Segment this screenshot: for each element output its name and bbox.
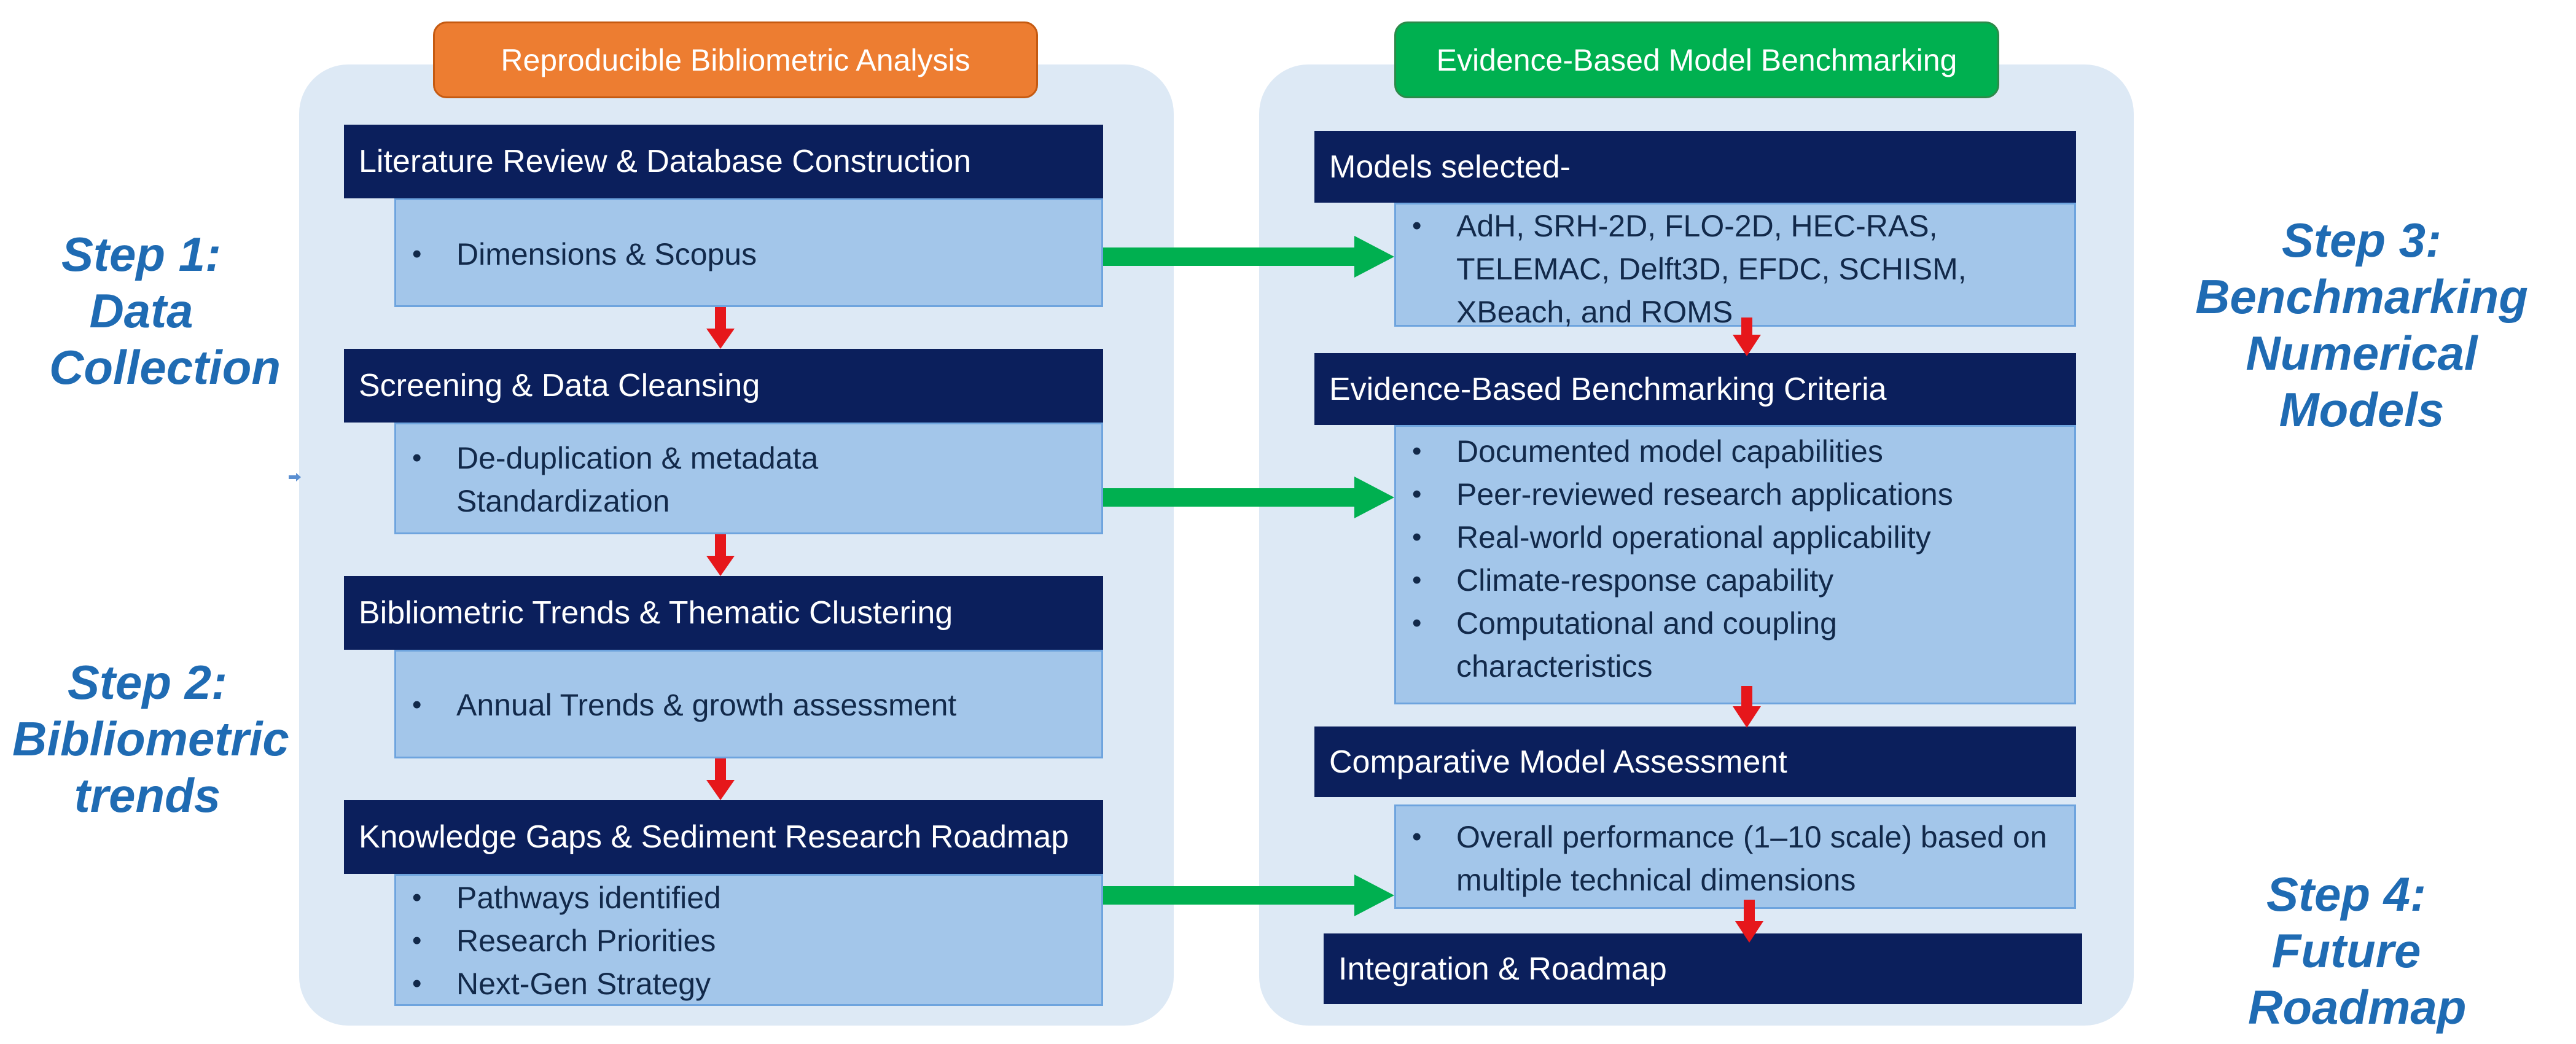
knowledge-gaps-body: Pathways identified Research Priorities …: [394, 874, 1103, 1006]
right-column-title: Evidence-Based Model Benchmarking: [1394, 21, 1999, 98]
bibliometric-trends-body: Annual Trends & growth assessment: [394, 650, 1103, 758]
step-3-text: Benchmarking Numerical Models: [2195, 270, 2528, 437]
flow-arrow-right-1: [1733, 317, 1761, 356]
small-arrow-mark: [289, 473, 301, 481]
step-3-title: Step 3:: [2281, 213, 2442, 267]
flow-arrow-left-2: [706, 534, 735, 576]
list-item: AdH, SRH-2D, FLO-2D, HEC-RAS, TELEMAC, D…: [1412, 205, 2009, 333]
step-2-title: Step 2:: [67, 655, 228, 709]
knowledge-gaps-header: Knowledge Gaps & Sediment Research Roadm…: [344, 800, 1103, 874]
step-1-label: Step 1: Data Collection: [37, 226, 281, 395]
list-item: Computational and coupling characteristi…: [1412, 602, 1997, 688]
screening-body: De-duplication & metadata Standardizatio…: [394, 423, 1103, 534]
benchmarking-criteria-body: Documented model capabilities Peer-revie…: [1394, 425, 2076, 704]
benchmarking-criteria-header: Evidence-Based Benchmarking Criteria: [1314, 353, 2076, 425]
flow-arrow-left-3: [706, 758, 735, 800]
link-arrow-3: [1103, 875, 1394, 916]
link-arrow-2: [1103, 477, 1394, 518]
literature-review-header: Literature Review & Database Constructio…: [344, 125, 1103, 198]
models-selected-body: AdH, SRH-2D, FLO-2D, HEC-RAS, TELEMAC, D…: [1394, 203, 2076, 329]
comparative-assessment-body: Overall performance (1–10 scale) based o…: [1394, 804, 2076, 909]
flow-arrow-right-2: [1733, 686, 1761, 728]
step-2-label: Step 2: Bibliometric trends: [9, 654, 289, 824]
list-item: Peer-reviewed research applications: [1412, 473, 2074, 516]
left-column-title: Reproducible Bibliometric Analysis: [433, 21, 1038, 98]
step-1-title: Step 1:: [61, 227, 222, 281]
step-4-title: Step 4:: [2266, 867, 2427, 921]
step-4-label: Step 4: Future Roadmap: [2236, 866, 2467, 1035]
list-item: De-duplication & metadata Standardizatio…: [412, 437, 923, 523]
step-4-text: Future Roadmap: [2248, 924, 2467, 1034]
step-2-text: Bibliometric trends: [12, 712, 289, 822]
screening-header: Screening & Data Cleansing: [344, 349, 1103, 423]
flow-arrow-right-3: [1735, 900, 1763, 943]
list-item: Research Priorities: [412, 919, 1101, 962]
list-item: Annual Trends & growth assessment: [412, 684, 1101, 727]
flow-arrow-left-1: [706, 307, 735, 349]
models-selected-header: Models selected-: [1314, 131, 2076, 203]
list-item: Real-world operational applicability: [1412, 516, 2074, 559]
bibliometric-trends-header: Bibliometric Trends & Thematic Clusterin…: [344, 576, 1103, 650]
step-3-label: Step 3: Benchmarking Numerical Models: [2153, 212, 2570, 438]
list-item: Documented model capabilities: [1412, 430, 2074, 473]
literature-review-body: Dimensions & Scopus: [394, 198, 1103, 307]
comparative-assessment-header: Comparative Model Assessment: [1314, 727, 2076, 797]
list-item: Overall performance (1–10 scale) based o…: [1412, 816, 2071, 902]
list-item: Next-Gen Strategy: [412, 962, 1101, 1005]
link-arrow-1: [1103, 236, 1394, 278]
integration-roadmap-header: Integration & Roadmap: [1324, 933, 2082, 1004]
list-item: Pathways identified: [412, 876, 1101, 919]
list-item: Dimensions & Scopus: [412, 233, 1101, 276]
list-item: Climate-response capability: [1412, 559, 2074, 602]
